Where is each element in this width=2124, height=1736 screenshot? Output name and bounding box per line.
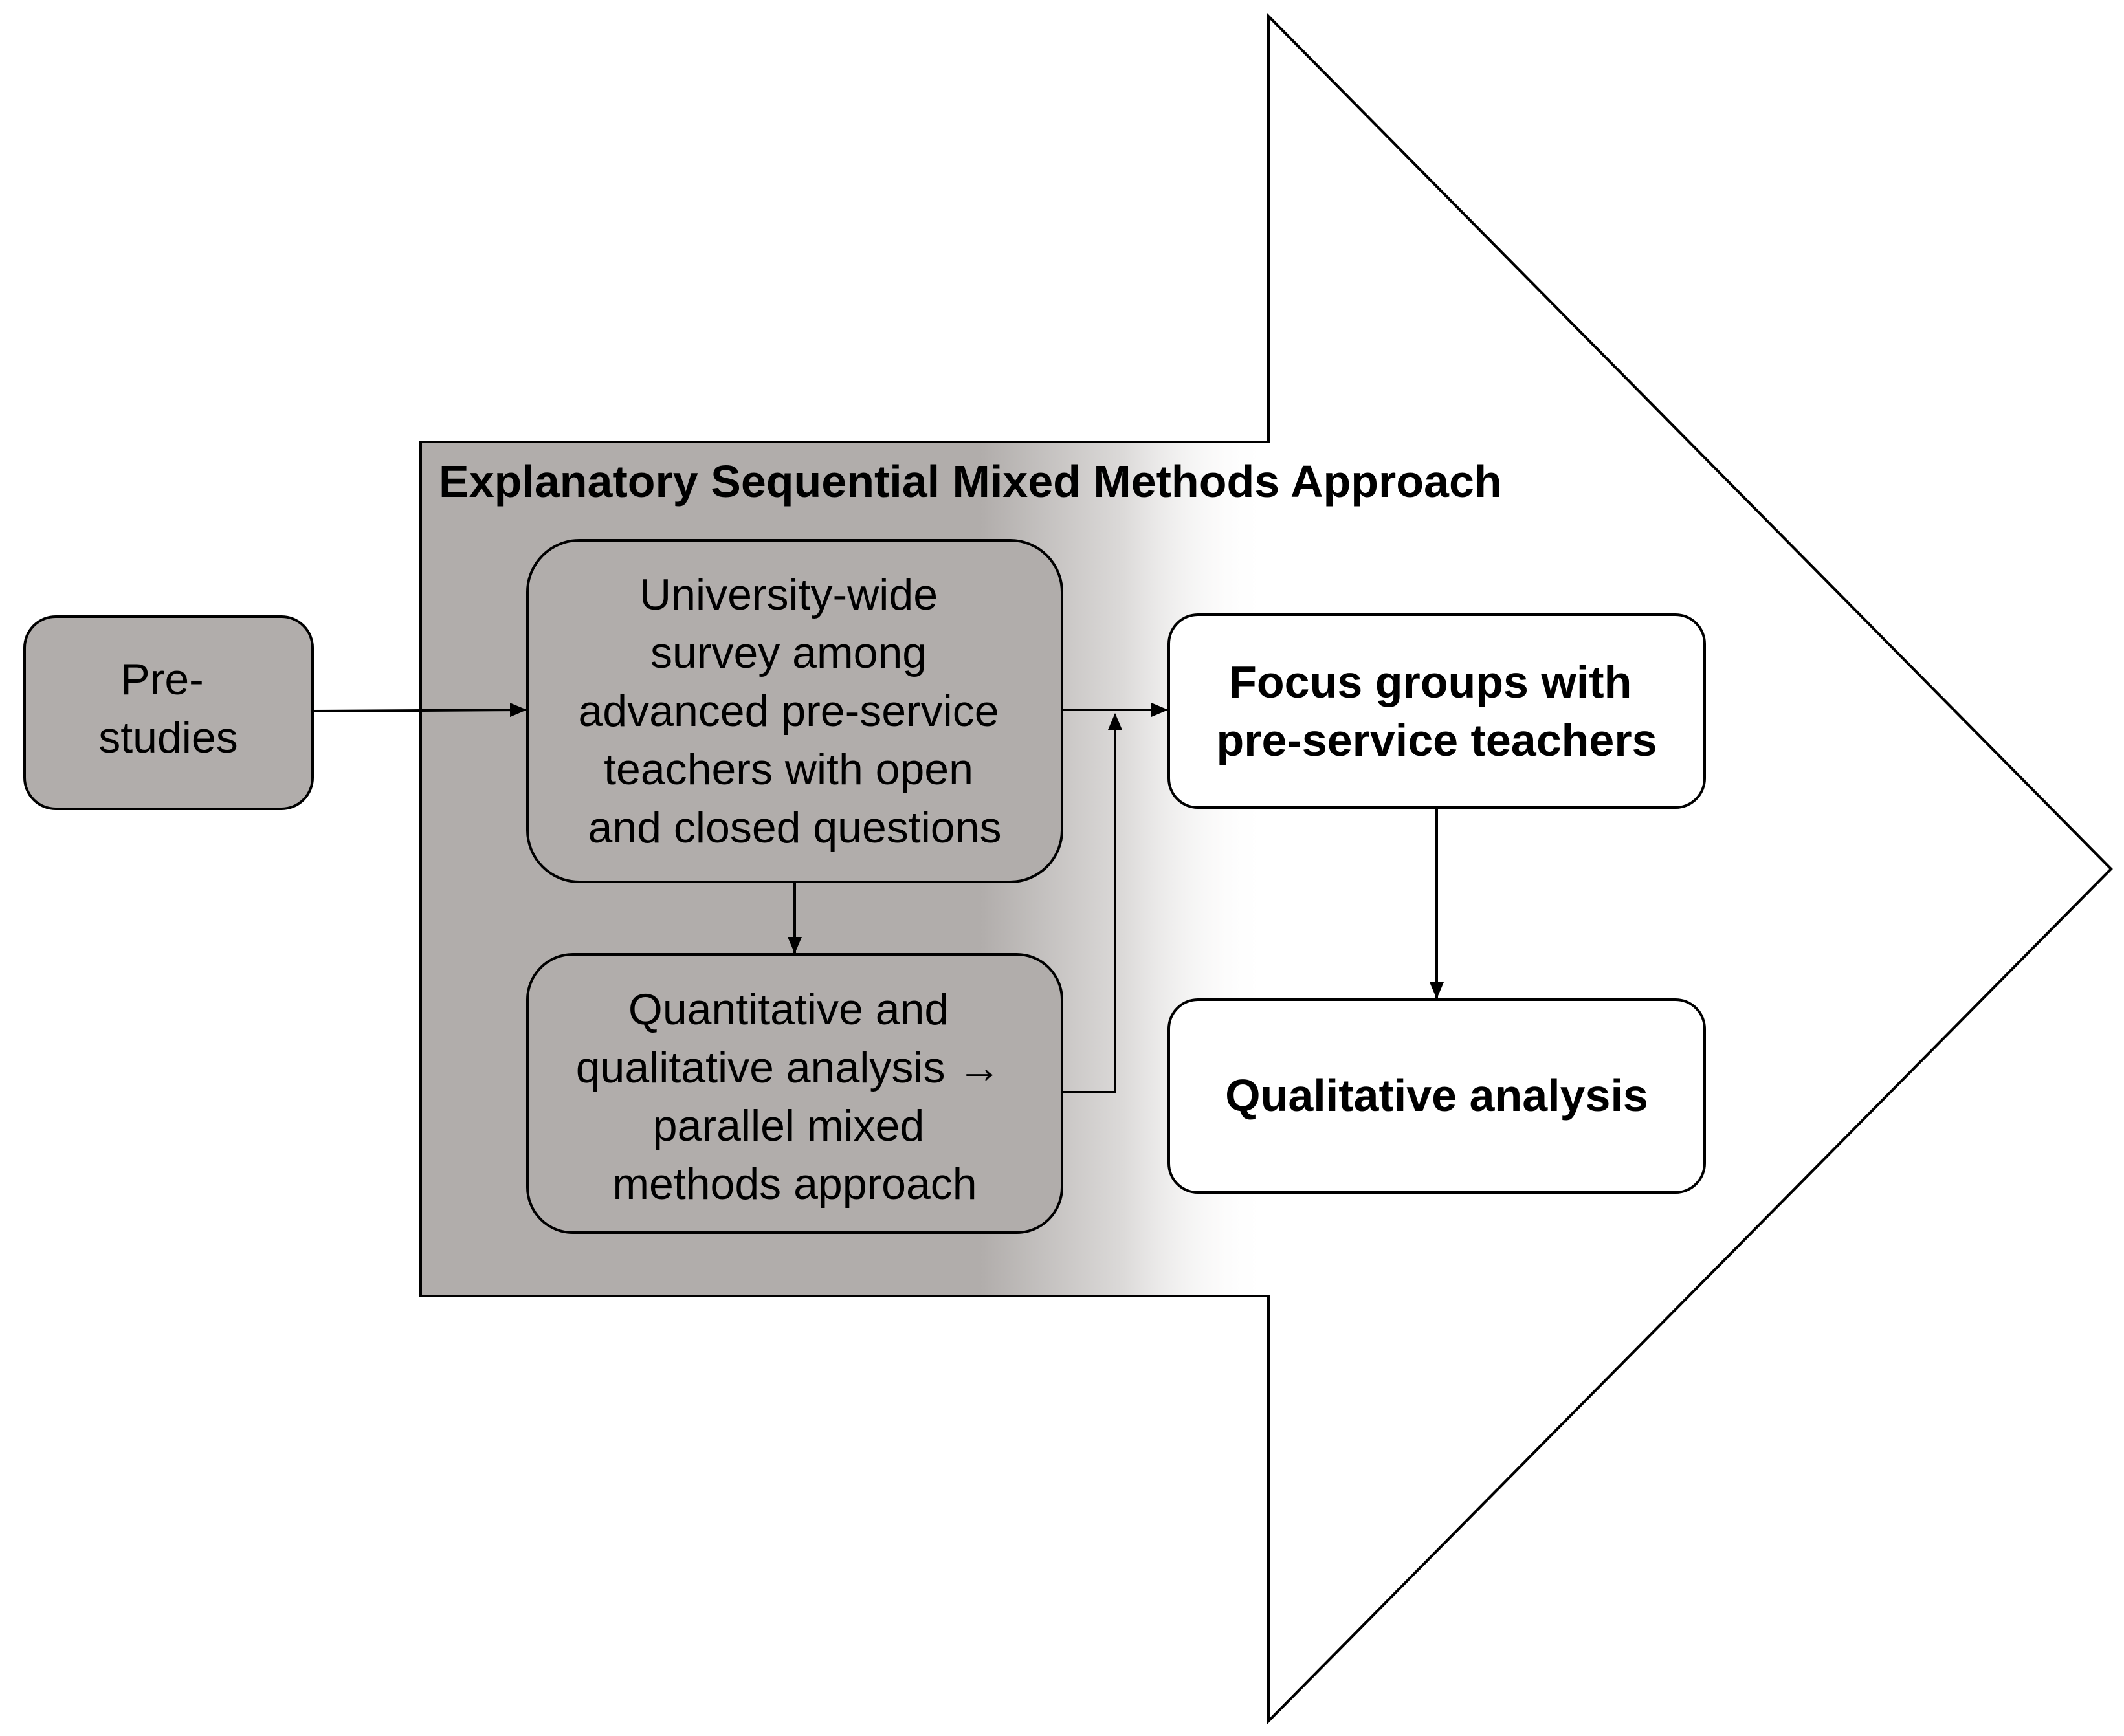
node-analysis: Quantitative and qualitative analysis → … (526, 953, 1063, 1234)
survey-line-2: survey among (650, 628, 927, 677)
analysis-line-4: methods approach (612, 1159, 977, 1209)
analysis-line-1: Quantitative and (628, 985, 949, 1034)
edge-pre-studies-to-survey (312, 703, 527, 718)
svg-text:Quantitative and qualita: Quantitative and qualitative analysis → … (576, 985, 1014, 1209)
focus-groups-line-2: pre-service teachers (1217, 715, 1657, 765)
node-focus-groups: Focus groups with pre-service teachers (1167, 613, 1706, 809)
survey-line-4: teachers with open (604, 745, 973, 794)
svg-text:Pre- studies: Pre- studies (98, 655, 238, 762)
analysis-line-2: qualitative analysis → (576, 1043, 1002, 1092)
edge-analysis-to-focus-connector (1062, 713, 1122, 1093)
node-survey: University-wide survey among advanced pr… (526, 539, 1063, 883)
survey-line-1: University-wide (639, 570, 938, 619)
pre-studies-line-1: Pre- (120, 655, 203, 704)
qualitative-analysis-line-1: Qualitative analysis (1225, 1070, 1648, 1121)
node-qualitative-analysis: Qualitative analysis (1167, 998, 1706, 1194)
focus-groups-line-1: Focus groups with (1229, 657, 1632, 707)
pre-studies-line-2: studies (98, 713, 238, 762)
process-arrow-outline (419, 13, 2113, 1724)
analysis-line-3: parallel mixed (653, 1101, 925, 1150)
svg-text:Qualitative analysis: Qualitative analysis (1225, 1070, 1648, 1121)
svg-text:University-wide survey a: University-wide survey among advanced pr… (578, 570, 1011, 852)
node-pre-studies: Pre- studies (23, 615, 314, 810)
survey-line-3: advanced pre-service (578, 687, 999, 736)
survey-line-5: and closed questions (588, 803, 1002, 852)
svg-text:Focus groups with pre-se: Focus groups with pre-service teachers (1217, 657, 1657, 765)
phase-title: Explanatory Sequential Mixed Methods App… (439, 456, 1502, 507)
